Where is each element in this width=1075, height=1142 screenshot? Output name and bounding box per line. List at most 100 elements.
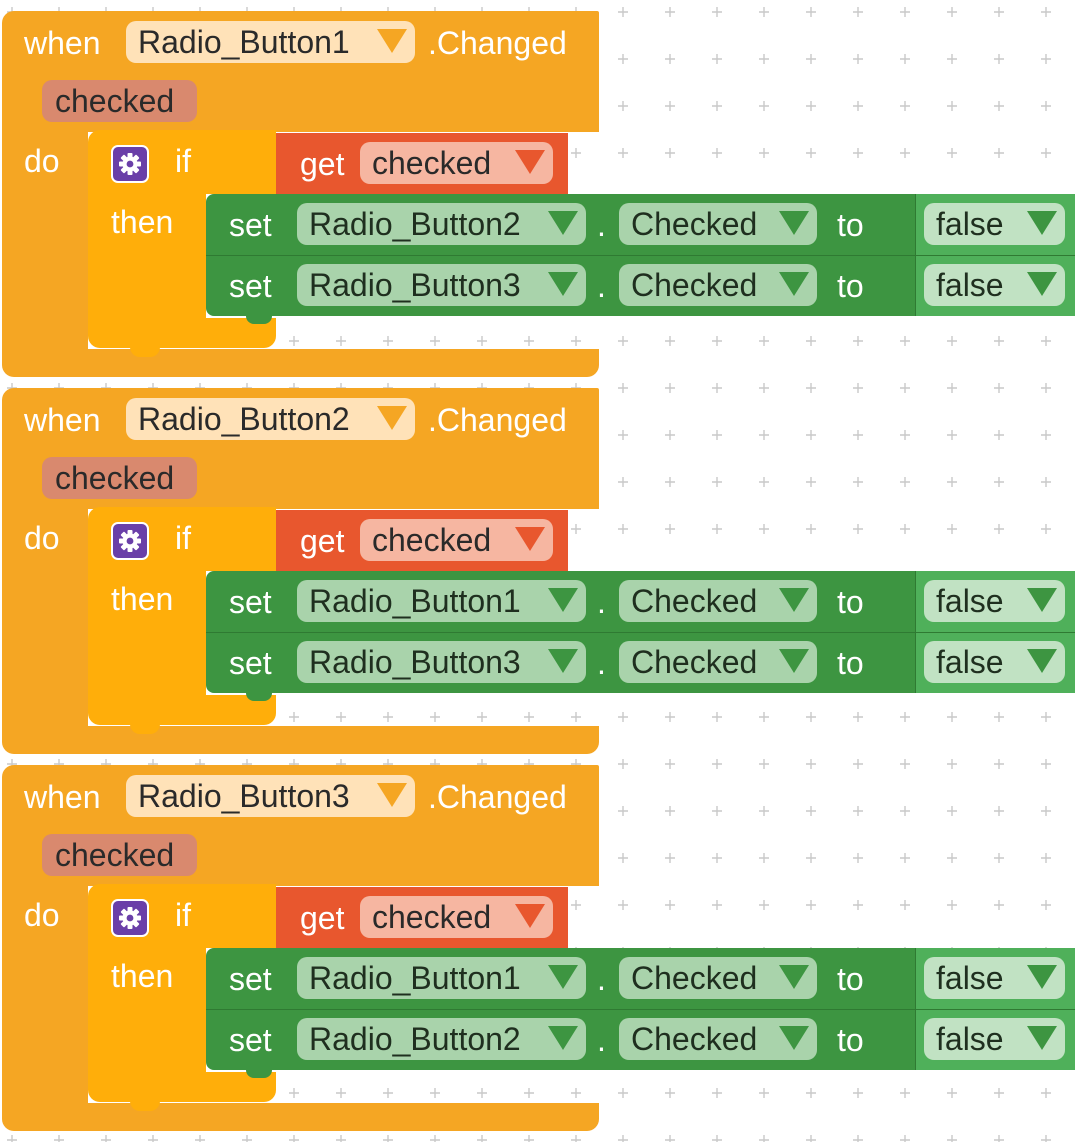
event-handler-block[interactable]: when Radio_Button3 .Changed checked do [0,754,1075,1131]
grid-mark [759,383,769,393]
grid-mark [806,430,816,440]
grid-mark [7,1135,17,1142]
grid-mark [1041,1135,1051,1142]
dropdown-arrow-icon [1027,272,1057,296]
grid-mark [383,712,393,722]
grid-mark [712,806,722,816]
grid-mark [994,1088,1004,1098]
grid-mark [571,336,581,346]
grid-mark [618,336,628,346]
boolean-value-dropdown[interactable]: false [924,641,1065,683]
mutator-gear-button[interactable] [111,522,149,560]
grid-mark [665,430,675,440]
grid-mark [759,524,769,534]
grid-mark [994,1135,1004,1142]
grid-mark [336,1135,346,1142]
set-component-dropdown[interactable]: Radio_Button3 [297,264,586,306]
dropdown-arrow-icon [377,783,407,807]
event-block-spine [2,884,88,1104]
set-component-dropdown[interactable]: Radio_Button1 [297,957,586,999]
dropdown-arrow-icon [779,272,809,296]
grid-mark [1041,336,1051,346]
grid-mark [618,477,628,487]
set-component-dropdown[interactable]: Radio_Button2 [297,203,586,245]
grid-mark [947,1135,957,1142]
set-property-dropdown[interactable]: Checked [619,203,817,245]
boolean-value-dropdown[interactable]: false [924,1018,1065,1060]
grid-mark [665,712,675,722]
get-variable-label: checked [372,145,492,181]
set-component-dropdown[interactable]: Radio_Button1 [297,580,586,622]
grid-mark [900,759,910,769]
boolean-value-dropdown[interactable]: false [924,580,1065,622]
dropdown-arrow-icon [548,588,578,612]
grid-mark [853,712,863,722]
grid-mark [571,1135,581,1142]
event-handler-block[interactable]: when Radio_Button2 .Changed checked do [0,377,1075,754]
grid-mark [806,1135,816,1142]
event-component-dropdown[interactable]: Radio_Button1 [126,21,415,63]
grid-mark [806,148,816,158]
get-variable-dropdown[interactable]: checked [360,142,553,184]
event-component-dropdown[interactable]: Radio_Button3 [126,775,415,817]
grid-mark [1041,477,1051,487]
grid-mark [947,759,957,769]
dropdown-arrow-icon [548,211,578,235]
get-variable-dropdown[interactable]: checked [360,519,553,561]
boolean-value-dropdown[interactable]: false [924,203,1065,245]
set-property-dropdown[interactable]: Checked [619,580,817,622]
set-property-dropdown[interactable]: Checked [619,264,817,306]
grid-mark [1041,54,1051,64]
grid-mark [618,1135,628,1142]
grid-mark [853,477,863,487]
grid-mark [900,54,910,64]
grid-mark [806,54,816,64]
boolean-value-label: false [936,960,1004,996]
grid-mark [853,7,863,17]
grid-mark [947,336,957,346]
boolean-value-label: false [936,644,1004,680]
grid-mark [571,524,581,534]
set-component-label: Radio_Button3 [309,644,521,680]
mutator-gear-button[interactable] [111,899,149,937]
set-block-connector [246,316,272,324]
event-component-dropdown[interactable]: Radio_Button2 [126,398,415,440]
dot-separator: . [597,584,606,620]
grid-mark [336,336,346,346]
grid-mark [712,712,722,722]
boolean-value-dropdown[interactable]: false [924,957,1065,999]
grid-mark [618,712,628,722]
grid-mark [806,900,816,910]
set-component-dropdown[interactable]: Radio_Button2 [297,1018,586,1060]
event-block-footer [2,349,599,377]
set-component-dropdown[interactable]: Radio_Button3 [297,641,586,683]
grid-mark [430,712,440,722]
dot-separator: . [597,1022,606,1058]
grid-mark [430,1088,440,1098]
set-property-dropdown[interactable]: Checked [619,1018,817,1060]
grid-mark [759,900,769,910]
event-name-label: .Changed [428,779,567,815]
grid-mark [524,336,534,346]
grid-mark [759,430,769,440]
grid-mark [759,1088,769,1098]
mutator-gear-button[interactable] [111,145,149,183]
event-parameter-checked[interactable]: checked [42,80,197,122]
set-property-label: Checked [631,1021,758,1057]
if-block-spine [88,569,206,697]
event-parameter-checked[interactable]: checked [42,457,197,499]
grid-mark [618,148,628,158]
set-property-dropdown[interactable]: Checked [619,957,817,999]
event-parameter-checked[interactable]: checked [42,834,197,876]
event-component-label: Radio_Button1 [138,24,350,60]
grid-mark [665,101,675,111]
grid-mark [148,1135,158,1142]
event-handler-block[interactable]: when Radio_Button1 .Changed checked do [0,0,1075,377]
set-property-dropdown[interactable]: Checked [619,641,817,683]
when-label: when [24,779,101,815]
grid-mark [947,712,957,722]
if-label: if [175,143,191,179]
get-variable-dropdown[interactable]: checked [360,896,553,938]
boolean-value-dropdown[interactable]: false [924,264,1065,306]
